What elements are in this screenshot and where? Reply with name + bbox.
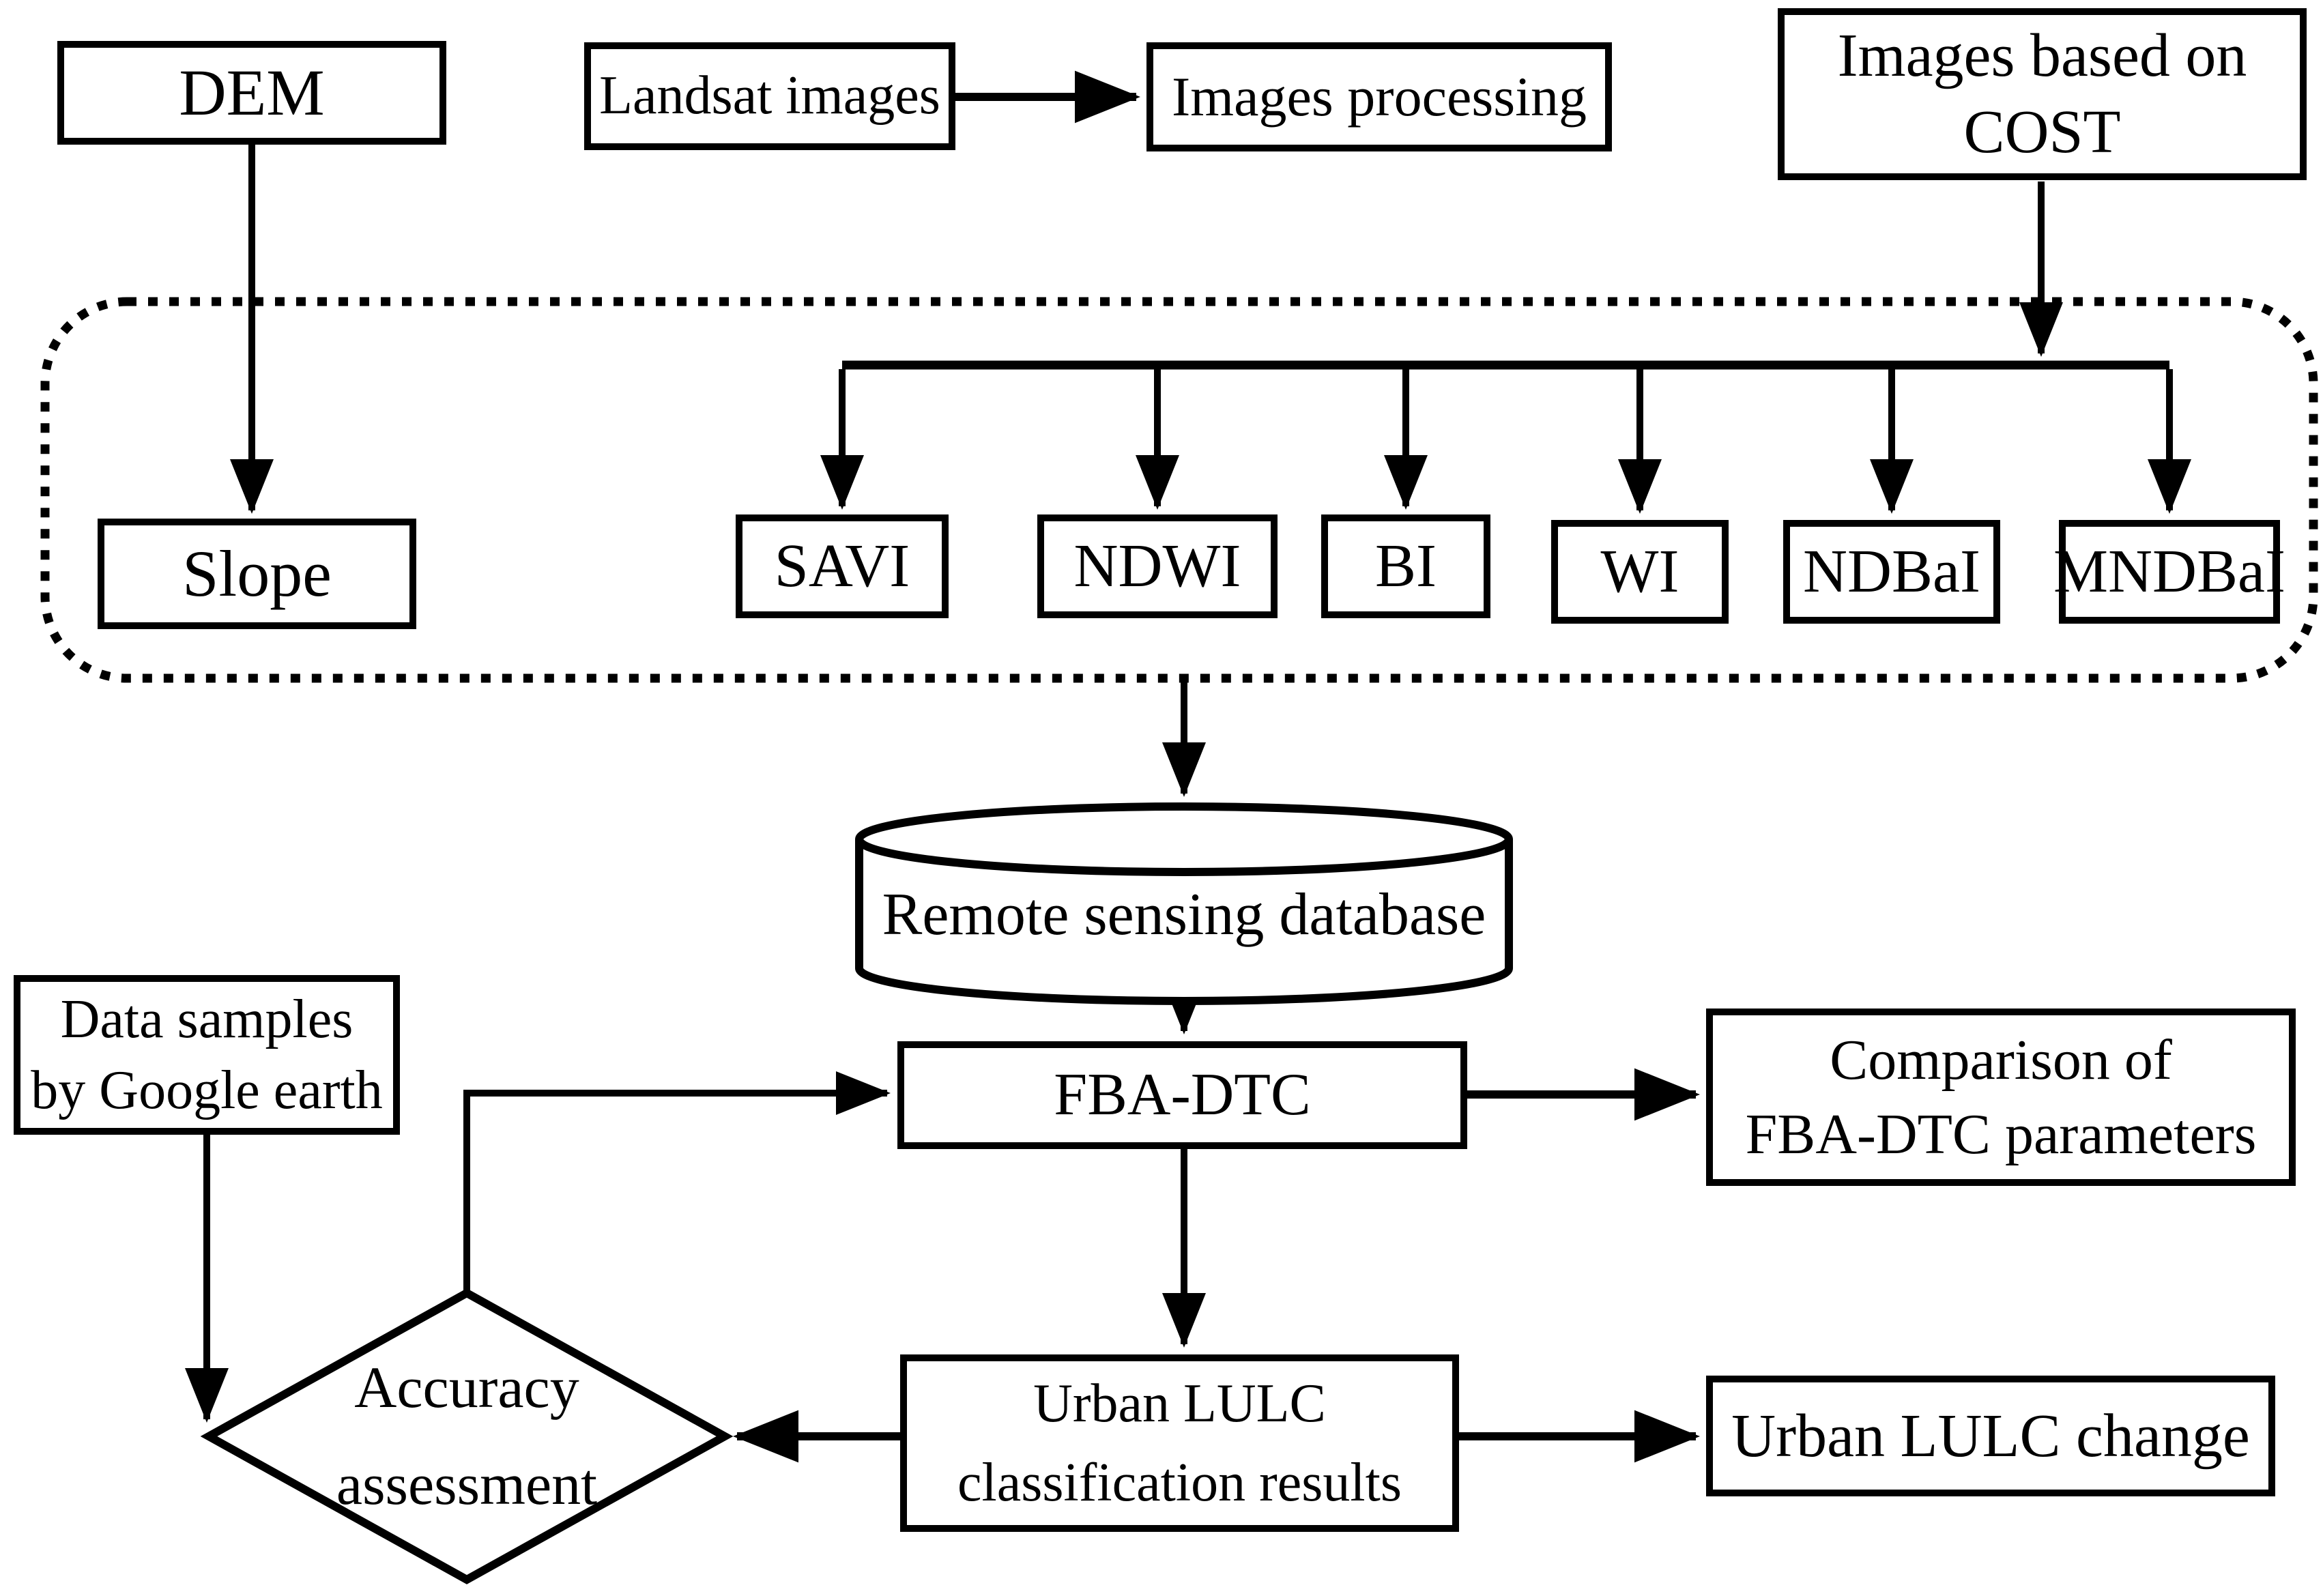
node-urban-lulc-classification-results: Urban LULC classification results: [900, 1354, 1459, 1532]
accuracy-line2: assessment: [336, 1451, 598, 1517]
node-data-samples-line2: by Google earth: [31, 1060, 383, 1120]
node-data-samples-line1: Data samples: [60, 989, 354, 1049]
node-fba-dtc: FBA-DTC: [897, 1041, 1467, 1149]
node-ndwi-label: NDWI: [1073, 532, 1241, 600]
indices-group-outline: [40, 297, 2318, 683]
node-accuracy-assessment-label: Accuracy assessment: [262, 1348, 672, 1525]
node-slope: Slope: [98, 519, 416, 629]
node-landsat-images: Landsat images: [584, 42, 955, 150]
node-remote-sensing-database-label: Remote sensing database: [859, 863, 1509, 966]
node-urban-results-line1: Urban LULC: [1033, 1374, 1326, 1434]
accuracy-line1: Accuracy: [354, 1354, 579, 1421]
node-images-processing-label: Images processing: [1172, 66, 1587, 128]
node-urban-lulc-change: Urban LULC change: [1706, 1376, 2275, 1496]
node-wi: WI: [1551, 520, 1729, 624]
node-savi: SAVI: [736, 514, 949, 618]
node-ndbai: NDBaI: [1783, 520, 2000, 624]
node-comparison-line1: Comparison of: [1830, 1028, 2172, 1092]
node-data-samples-by-google-earth: Data samples by Google earth: [14, 975, 400, 1135]
node-urban-results-line2: classification results: [957, 1453, 1402, 1513]
node-cost-line2: COST: [1963, 98, 2121, 166]
node-dem: DEM: [57, 41, 446, 145]
node-landsat-images-label: Landsat images: [599, 66, 940, 126]
database-cylinder-body: [855, 839, 1513, 1005]
node-dem-label: DEM: [179, 56, 325, 130]
node-urban-lulc-change-label: Urban LULC change: [1731, 1402, 2250, 1470]
node-comparison-line2: FBA-DTC parameters: [1745, 1103, 2257, 1166]
database-cylinder-top: [855, 802, 1513, 876]
database-label-text: Remote sensing database: [882, 881, 1486, 948]
node-images-processing: Images processing: [1146, 42, 1612, 151]
accuracy-diamond: [200, 1288, 734, 1584]
node-mndbai-label: MNDBaI: [2053, 538, 2285, 606]
node-images-based-on-cost: Images based on COST: [1778, 8, 2307, 180]
node-bi-label: BI: [1375, 532, 1437, 600]
node-fba-dtc-label: FBA-DTC: [1054, 1062, 1311, 1129]
node-comparison-of-fba-dtc-parameters: Comparison of FBA-DTC parameters: [1706, 1009, 2296, 1186]
node-ndbai-label: NDBaI: [1803, 538, 1980, 606]
node-mndbai: MNDBaI: [2053, 520, 2285, 624]
arrow-accuracy-to-fba: [463, 1071, 891, 1293]
node-ndwi: NDWI: [1037, 514, 1278, 618]
node-savi-label: SAVI: [774, 532, 910, 600]
node-bi: BI: [1321, 514, 1490, 618]
node-cost-line1: Images based on: [1837, 22, 2247, 90]
node-wi-label: WI: [1600, 538, 1679, 606]
node-slope-label: Slope: [182, 537, 332, 611]
